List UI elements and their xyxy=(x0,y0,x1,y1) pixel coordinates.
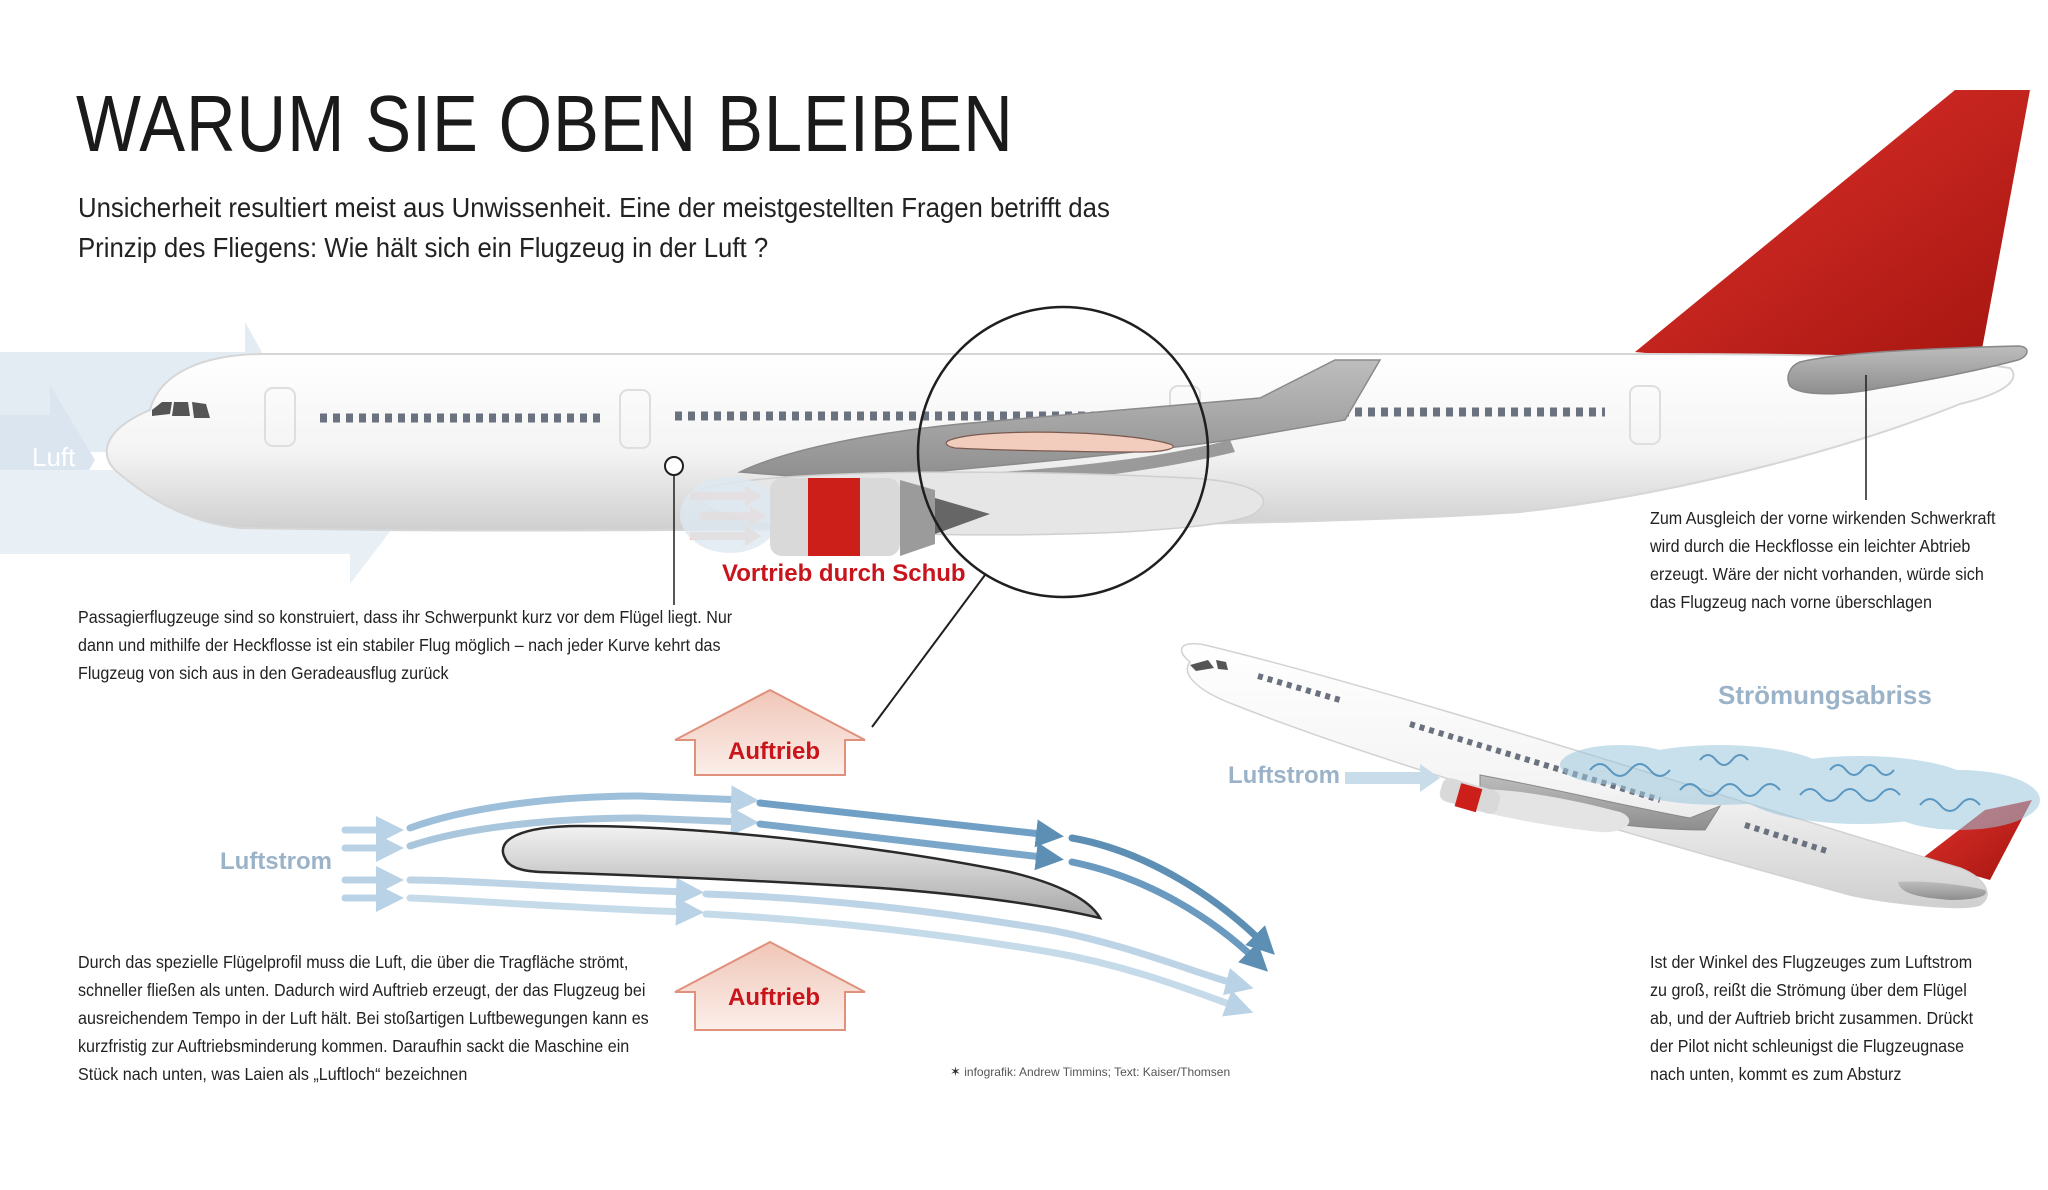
lift-arrow-bottom xyxy=(674,940,866,1031)
horizontal-stabilizer xyxy=(1787,345,2028,395)
lift-arrow-top xyxy=(674,688,866,776)
turbulence-swirls xyxy=(1589,754,1981,812)
airfoil-profile xyxy=(501,824,1103,920)
lift-label-bottom: Auftrieb xyxy=(728,984,820,1011)
luft-label: Luft xyxy=(32,442,76,472)
text-stall-crash: Ist der Winkel des Flugzeuges zum Luftst… xyxy=(1650,952,1974,1084)
airflow-arrow-plane xyxy=(1345,764,1440,792)
wing-airfoil-cutaway xyxy=(945,431,1174,453)
engine xyxy=(770,478,990,556)
stall-label: Strömungsabriss xyxy=(1718,680,1932,710)
magnifier-circle xyxy=(916,305,1210,599)
tail-fin xyxy=(1635,90,2030,360)
text-wing-profile: Durch das spezielle Flügelprofil muss di… xyxy=(78,952,649,1084)
airflow-label-plane: Luftstrom xyxy=(1228,762,1340,789)
cockpit-windows xyxy=(152,402,210,418)
thrust-label: Vortrieb durch Schub xyxy=(722,560,966,587)
text-center-of-gravity: Passagierflugzeuge sind so konstruiert, … xyxy=(78,607,733,683)
magnifier-pointer xyxy=(871,574,986,728)
page-subtitle: Unsicherheit resultiert meist aus Unwiss… xyxy=(78,192,1110,263)
lift-label-top: Auftrieb xyxy=(728,738,820,765)
turbulence-cloud xyxy=(1560,745,2040,830)
text-tail-downforce: Zum Ausgleich der vorne wirkenden Schwer… xyxy=(1650,508,1996,612)
streamlines-lower xyxy=(341,866,1254,1017)
airflow-label-wing: Luftstrom xyxy=(220,848,332,875)
credit-text: infografik: Andrew Timmins; Text: Kaiser… xyxy=(964,1065,1231,1079)
page-title: WARUM SIE OBEN BLEIBEN xyxy=(76,79,1014,168)
exhaust-haze xyxy=(680,477,780,553)
star-icon: ✶ xyxy=(950,1064,961,1079)
streamlines-upper xyxy=(341,785,1275,972)
center-of-gravity-marker xyxy=(664,456,684,476)
credit-line: ✶ infografik: Andrew Timmins; Text: Kais… xyxy=(950,1064,1230,1080)
